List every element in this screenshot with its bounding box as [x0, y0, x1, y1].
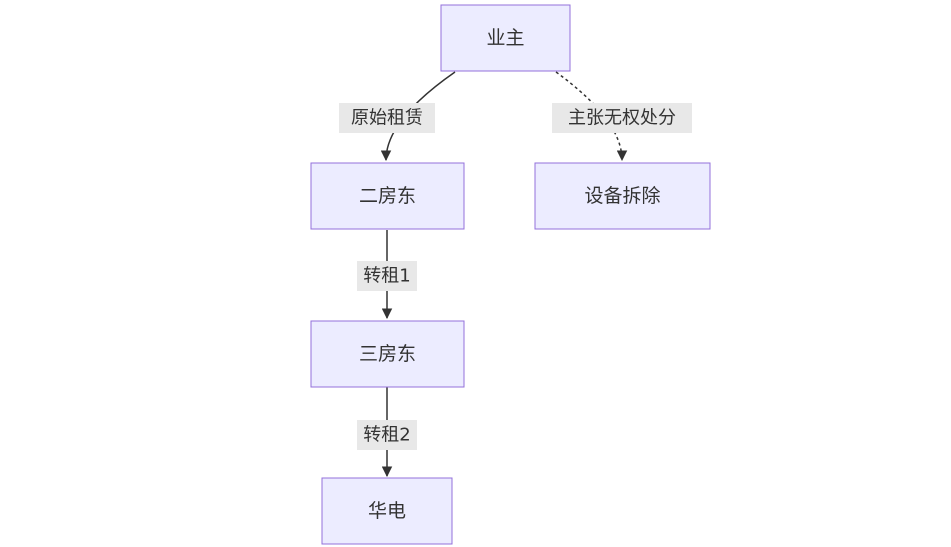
edge-label-original-lease-text: 原始租赁	[351, 108, 423, 129]
edge-label-claim-no-right: 主张无权处分	[552, 103, 692, 133]
node-third-landlord: 三房东	[310, 320, 465, 388]
edge-label-sublease-2: 转租2	[357, 420, 417, 450]
edge-label-original-lease: 原始租赁	[339, 103, 435, 133]
node-second-landlord: 二房东	[310, 162, 465, 230]
edge-label-sublease-1: 转租1	[357, 261, 417, 291]
node-third-landlord-label: 三房东	[359, 343, 416, 365]
node-owner: 业主	[440, 4, 571, 72]
node-equipment-removal: 设备拆除	[534, 162, 711, 230]
edge-label-sublease-1-text: 转租1	[363, 266, 410, 287]
edge-label-sublease-2-text: 转租2	[363, 425, 410, 446]
node-huadian-label: 华电	[368, 500, 406, 522]
node-huadian: 华电	[321, 477, 453, 545]
node-owner-label: 业主	[486, 27, 524, 49]
node-second-landlord-label: 二房东	[359, 185, 416, 207]
edge-label-claim-no-right-text: 主张无权处分	[568, 108, 676, 129]
node-equipment-removal-label: 设备拆除	[584, 185, 660, 207]
